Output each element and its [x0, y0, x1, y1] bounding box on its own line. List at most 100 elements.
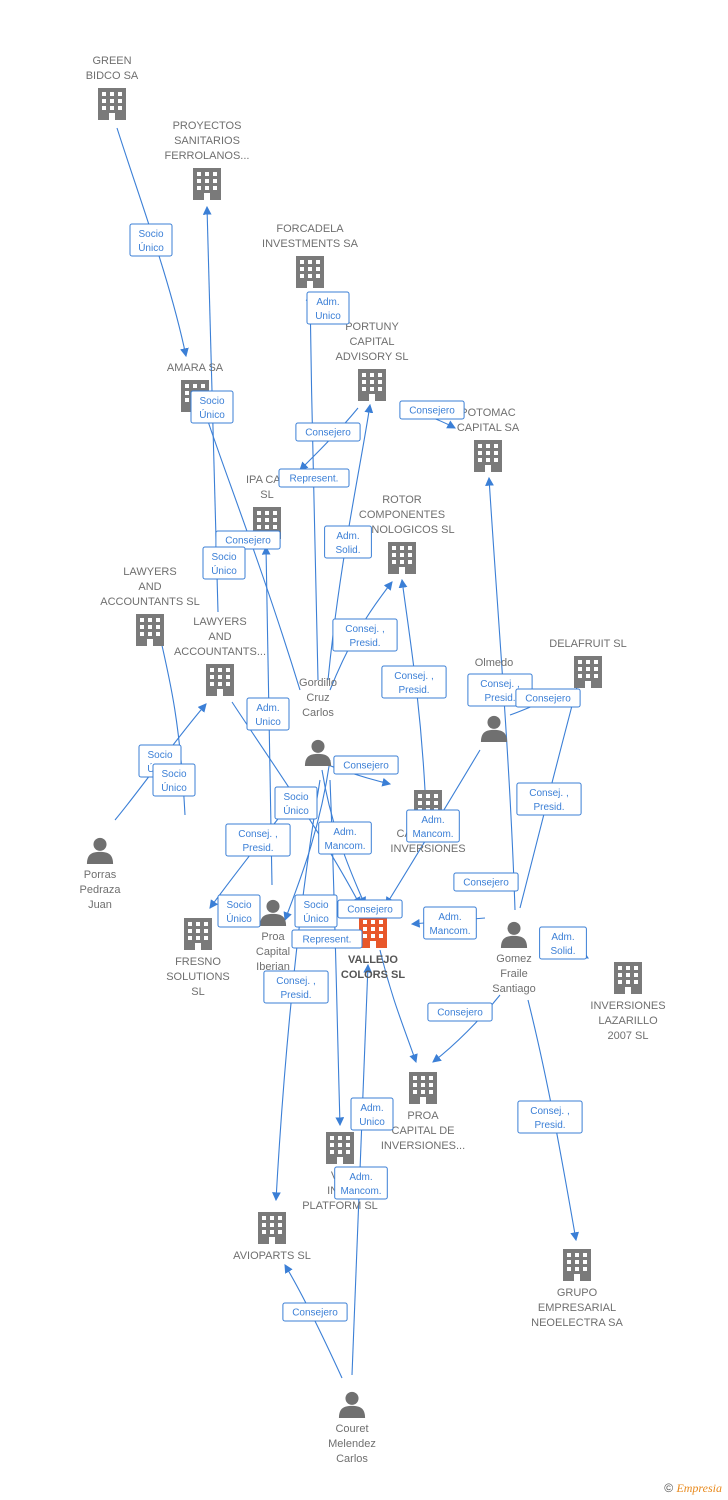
edge-label-e11[interactable]: Consej. , Presid.: [381, 665, 447, 699]
node-delafruit[interactable]: DELAFRUIT SL: [549, 638, 627, 688]
edge-label-text: Adm.: [551, 932, 574, 943]
edge-label-e33[interactable]: Consej. ,Presid.: [517, 1100, 583, 1134]
edge-label-text: Consejero: [347, 905, 393, 916]
edge-label-e15[interactable]: Adm.Unico: [246, 697, 290, 731]
edge-label-e27[interactable]: Adm.Mancom.: [423, 906, 477, 940]
edge-label-text: Adm.: [336, 531, 359, 542]
edge-label-e21[interactable]: Adm.Mancom.: [406, 809, 460, 843]
edge-label-e8[interactable]: Consejero: [215, 530, 281, 550]
edge-label-text: Socio: [138, 229, 163, 240]
brand-logo[interactable]: Empresia: [676, 1481, 722, 1495]
node-olmedo[interactable]: Olmedo: [475, 657, 514, 742]
edge-label-e4[interactable]: Consejero: [295, 422, 361, 442]
node-label-line: NEOELECTRA SA: [531, 1317, 623, 1329]
node-label-line: PORTUNY: [345, 321, 399, 333]
node-label-line: Cruz: [306, 692, 329, 704]
node-lawyers2[interactable]: LAWYERSANDACCOUNTANTS...: [174, 616, 266, 696]
edge-label-e34[interactable]: Adm.Mancom.: [334, 1166, 388, 1200]
node-label-line: BIDCO SA: [86, 70, 139, 82]
edge-label-text: Consej. ,: [238, 829, 277, 840]
edge-label-text: Unico: [315, 311, 341, 322]
edge-label-text: Consej. ,: [480, 679, 519, 690]
node-label-line: ROTOR: [382, 494, 422, 506]
edge-label-text: Consejero: [525, 694, 571, 705]
node-label-line: SOLUTIONS: [166, 971, 230, 983]
edge-label-e2[interactable]: Adm. Unico: [306, 291, 350, 325]
edge-label-e31[interactable]: Consejero: [427, 1002, 493, 1022]
edge-label-e5[interactable]: Consejero: [399, 400, 465, 420]
edge-label-e29[interactable]: Represent.: [291, 929, 363, 949]
edge-label-e28[interactable]: Adm.Solid.: [539, 926, 587, 960]
building-icon: [296, 256, 324, 288]
node-proyectos[interactable]: PROYECTOSSANITARIOSFERROLANOS...: [165, 120, 250, 200]
edge-label-text: Consej. ,: [394, 671, 433, 682]
node-label-line: COLORS SL: [341, 969, 405, 981]
edge-label-e20[interactable]: Adm.Mancom.: [318, 821, 372, 855]
edge-label-text: Socio: [226, 900, 251, 911]
edge-label-e30[interactable]: Consej. ,Presid.: [263, 970, 329, 1004]
building-icon: [614, 962, 642, 994]
edge-label-e25[interactable]: Consejero: [337, 899, 403, 919]
edge-label-e17[interactable]: Consejero: [515, 688, 581, 708]
edge-label-e7[interactable]: Adm.Solid.: [324, 525, 372, 559]
building-icon: [98, 88, 126, 120]
edge-label-e26[interactable]: Consejero: [453, 872, 519, 892]
edge-label-text: Presid.: [242, 843, 273, 854]
node-label-line: Iberian: [256, 961, 290, 973]
edge-label-text: Mancom.: [340, 1186, 381, 1197]
edge-label-text: Consejero: [463, 878, 509, 889]
node-label-line: LAZARILLO: [598, 1015, 658, 1027]
edge-label-text: Mancom.: [429, 926, 470, 937]
building-icon: [326, 1132, 354, 1164]
edge-label-e32[interactable]: Adm.Unico: [350, 1097, 394, 1131]
edge-label-text: Unico: [255, 717, 281, 728]
edge-label-e18[interactable]: Consej. ,Presid.: [516, 782, 582, 816]
node-amara[interactable]: AMARA SA: [167, 362, 224, 412]
edge-label-e6[interactable]: Represent.: [278, 468, 350, 488]
edge-label-text: Adm.: [316, 297, 339, 308]
node-label-line: PROYECTOS: [173, 120, 242, 132]
edge-label-text: Presid.: [398, 685, 429, 696]
edge-label-text: Presid.: [533, 802, 564, 813]
node-label-line: INVERSIONES: [590, 1000, 665, 1012]
edge-label-e10[interactable]: Consej. ,Presid.: [332, 618, 398, 652]
person-icon: [86, 837, 114, 864]
edge-label-text: Presid.: [280, 990, 311, 1001]
edge-label-e35[interactable]: Consejero: [282, 1302, 348, 1322]
node-label-line: ACCOUNTANTS...: [174, 646, 266, 658]
edge-label-e13[interactable]: Consejero: [333, 755, 399, 775]
node-avioparts[interactable]: AVIOPARTS SL: [233, 1212, 311, 1262]
node-label-line: IPA CAP: [246, 474, 288, 486]
edge-label-text: Represent.: [290, 474, 339, 485]
edge-label-text: Presid.: [349, 638, 380, 649]
node-label-line: Carlos: [336, 1453, 368, 1465]
node-label-line: PLATFORM SL: [302, 1200, 378, 1212]
node-label-line: LAWYERS: [123, 566, 176, 578]
edge-label-text: Mancom.: [324, 841, 365, 852]
edge-label-e22[interactable]: Consej. , Presid.: [225, 823, 291, 857]
